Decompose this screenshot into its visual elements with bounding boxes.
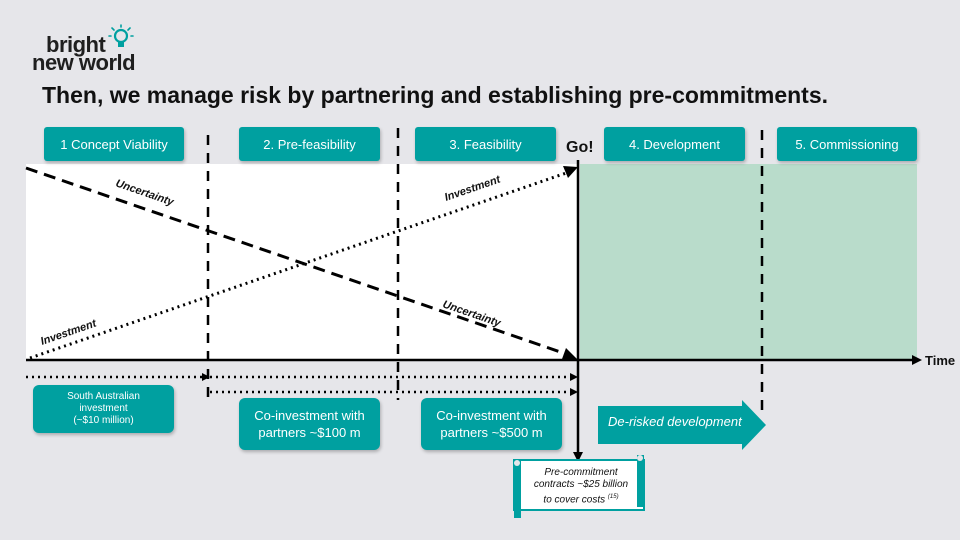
lightbulb-icon [108, 24, 134, 47]
sa-line-3: (~$10 million) [73, 415, 134, 426]
go-label: Go! [566, 139, 594, 156]
co500-line-1: Co-investment with [436, 408, 547, 423]
sa-investment-box: South Australian investment (~$10 millio… [33, 385, 174, 433]
phase-development: 4. Development [604, 127, 745, 161]
co100-line-1: Co-investment with [254, 408, 365, 423]
co100-line-2: partners ~$100 m [258, 425, 361, 440]
uncertainty-arrowhead [562, 348, 578, 360]
phase-commissioning: 5. Commissioning [777, 127, 917, 161]
sa-line-2: investment [79, 403, 128, 414]
co500-line-2: partners ~$500 m [440, 425, 543, 440]
time-axis-label: Time [925, 353, 956, 368]
precommit-line-1: Pre-commitment [544, 467, 618, 478]
phase-feasibility: 3. Feasibility [415, 127, 556, 161]
derisked-arrow-shape [598, 400, 766, 450]
co-investment-100-box: Co-investment with partners ~$100 m [239, 398, 380, 450]
precommit-ref: (15) [607, 494, 619, 500]
precommit-line-3: to cover costs [543, 494, 606, 506]
bright-new-world-logo: bright new world [32, 24, 162, 74]
co-investment-500-box: Co-investment with partners ~$500 m [421, 398, 562, 450]
precommit-line-2: contracts ~$25 billion [533, 479, 629, 490]
go-arrowhead [573, 452, 583, 462]
uncertainty-line [25, 166, 573, 358]
investment-arrowhead [563, 166, 578, 178]
derisked-development-label: De-risked development [608, 414, 742, 429]
slide-title: Then, we manage risk by partnering and e… [42, 82, 829, 108]
precommit-text: Pre-commitment contracts ~$25 billion to… [522, 467, 640, 506]
logo-line-1: bright [46, 32, 106, 57]
phase-pre-feasibility: 2. Pre-feasibility [239, 127, 380, 161]
precommit-scroll-shape [513, 455, 645, 518]
phase-concept-viability: 1 Concept Viability [44, 127, 184, 161]
time-axis-arrowhead [912, 355, 922, 365]
logo-line-2: new world [32, 50, 136, 75]
development-area [580, 164, 917, 360]
sa-line-1: South Australian [67, 391, 140, 402]
